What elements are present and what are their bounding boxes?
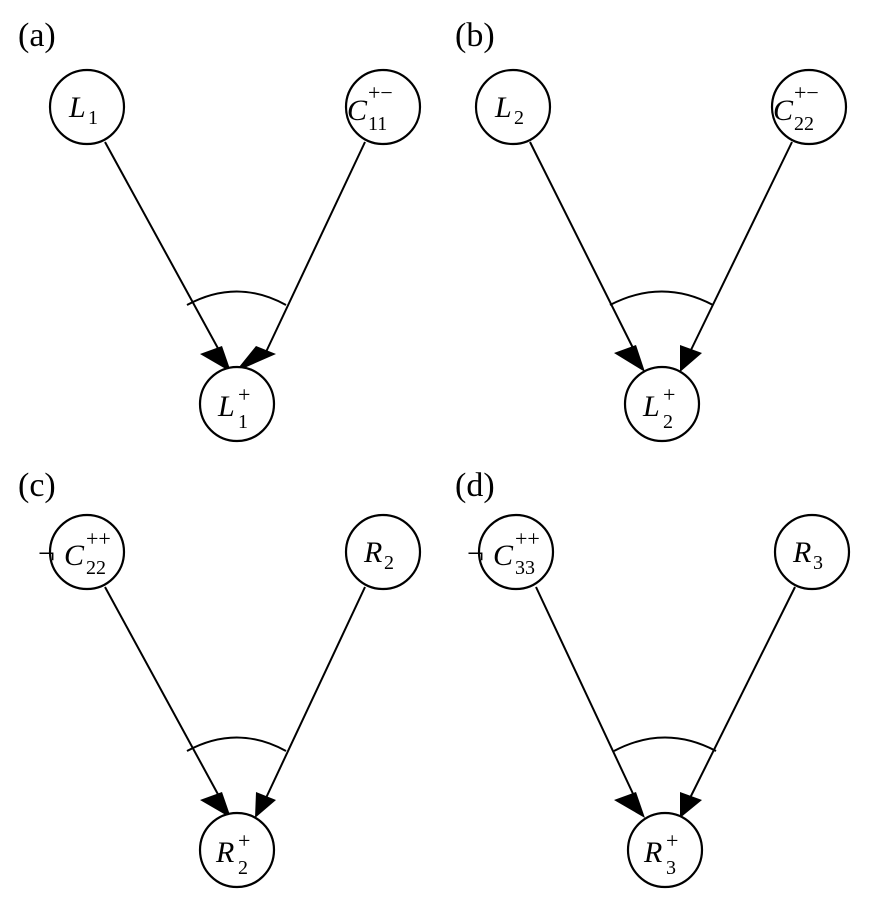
node-symbol: L	[494, 91, 512, 124]
node-symbol: R	[792, 536, 811, 569]
arrowhead-left	[200, 346, 231, 372]
node-subscript: 3	[813, 552, 823, 574]
node-symbol: C	[773, 94, 794, 127]
panel-b: (b) L 2 C +− 22 L + 2	[455, 17, 848, 443]
node-target: L + 1	[198, 365, 276, 443]
conjunction-arc	[613, 736, 717, 752]
arrowhead-left	[614, 345, 645, 372]
node-right: C +− 11	[344, 68, 422, 146]
arrowhead-left	[614, 792, 645, 818]
node-subscript: 1	[88, 107, 98, 129]
node-circle	[477, 513, 555, 591]
node-left: L 2	[474, 68, 552, 146]
node-subscript: 22	[86, 557, 106, 579]
node-circle	[344, 513, 422, 591]
node-circle	[770, 68, 848, 146]
edge-left-to-target	[535, 586, 636, 799]
panel-label-d: (d)	[455, 467, 495, 504]
node-superscript: +	[238, 828, 250, 853]
node-circle	[48, 68, 126, 146]
edge-right-to-target	[689, 586, 796, 799]
negation-symbol: ¬	[38, 537, 55, 570]
node-superscript: +−	[368, 80, 393, 105]
node-target: R + 2	[198, 811, 276, 889]
arrowhead-right	[255, 792, 276, 818]
node-symbol: C	[347, 94, 368, 127]
conjunction-arc	[609, 290, 714, 306]
node-superscript: ++	[515, 526, 540, 551]
node-circle	[198, 811, 276, 889]
node-subscript: 11	[368, 113, 387, 135]
arrowhead-right	[680, 345, 702, 372]
panel-a: (a) L 1 C +− 11 L + 1	[18, 17, 422, 443]
node-right: R 3	[773, 513, 851, 591]
edge-left-to-target	[529, 141, 636, 353]
edge-right-to-target	[265, 586, 366, 799]
node-subscript: 2	[238, 857, 248, 879]
node-subscript: 2	[514, 107, 524, 129]
node-symbol: R	[643, 836, 662, 869]
node-symbol: R	[215, 836, 234, 869]
node-subscript: 22	[794, 113, 814, 135]
node-left: ¬ C ++ 33	[467, 513, 555, 591]
panel-c: (c) ¬ C ++ 22 R 2 R + 2	[18, 467, 422, 889]
node-subscript: 3	[666, 857, 676, 879]
arrowhead-right	[235, 346, 276, 372]
panel-d: (d) ¬ C ++ 33 R 3 R + 3	[455, 467, 851, 889]
node-left: ¬ C ++ 22	[38, 513, 126, 591]
node-superscript: +	[238, 382, 250, 407]
edge-right-to-target	[265, 141, 366, 353]
node-circle	[48, 513, 126, 591]
node-circle	[344, 68, 422, 146]
node-symbol: L	[68, 91, 86, 124]
node-symbol: L	[642, 390, 660, 423]
node-subscript: 33	[515, 557, 535, 579]
negation-symbol: ¬	[467, 537, 484, 570]
node-superscript: +−	[794, 80, 819, 105]
node-right: C +− 22	[770, 68, 848, 146]
node-circle	[474, 68, 552, 146]
node-subscript: 2	[663, 411, 673, 433]
node-symbol: C	[493, 539, 514, 572]
arrowhead-right	[680, 792, 702, 818]
conjunction-arc	[186, 290, 287, 306]
node-circle	[198, 365, 276, 443]
node-subscript: 1	[238, 411, 248, 433]
node-superscript: ++	[86, 526, 111, 551]
node-circle	[626, 811, 704, 889]
edge-right-to-target	[689, 141, 793, 353]
conjunction-arc	[186, 736, 287, 752]
node-circle	[623, 365, 701, 443]
node-symbol: L	[217, 390, 235, 423]
node-subscript: 2	[384, 552, 394, 574]
node-symbol: R	[363, 536, 382, 569]
node-target: R + 3	[626, 811, 704, 889]
edge-left-to-target	[104, 141, 221, 353]
node-symbol: C	[64, 539, 85, 572]
panel-label-c: (c)	[18, 467, 56, 504]
node-right: R 2	[344, 513, 422, 591]
panel-label-a: (a)	[18, 17, 56, 54]
node-superscript: +	[666, 828, 678, 853]
node-left: L 1	[48, 68, 126, 146]
node-superscript: +	[663, 382, 675, 407]
arrowhead-left	[200, 792, 231, 818]
node-circle	[773, 513, 851, 591]
panel-label-b: (b)	[455, 17, 495, 54]
edge-left-to-target	[104, 586, 221, 799]
node-target: L + 2	[623, 365, 701, 443]
